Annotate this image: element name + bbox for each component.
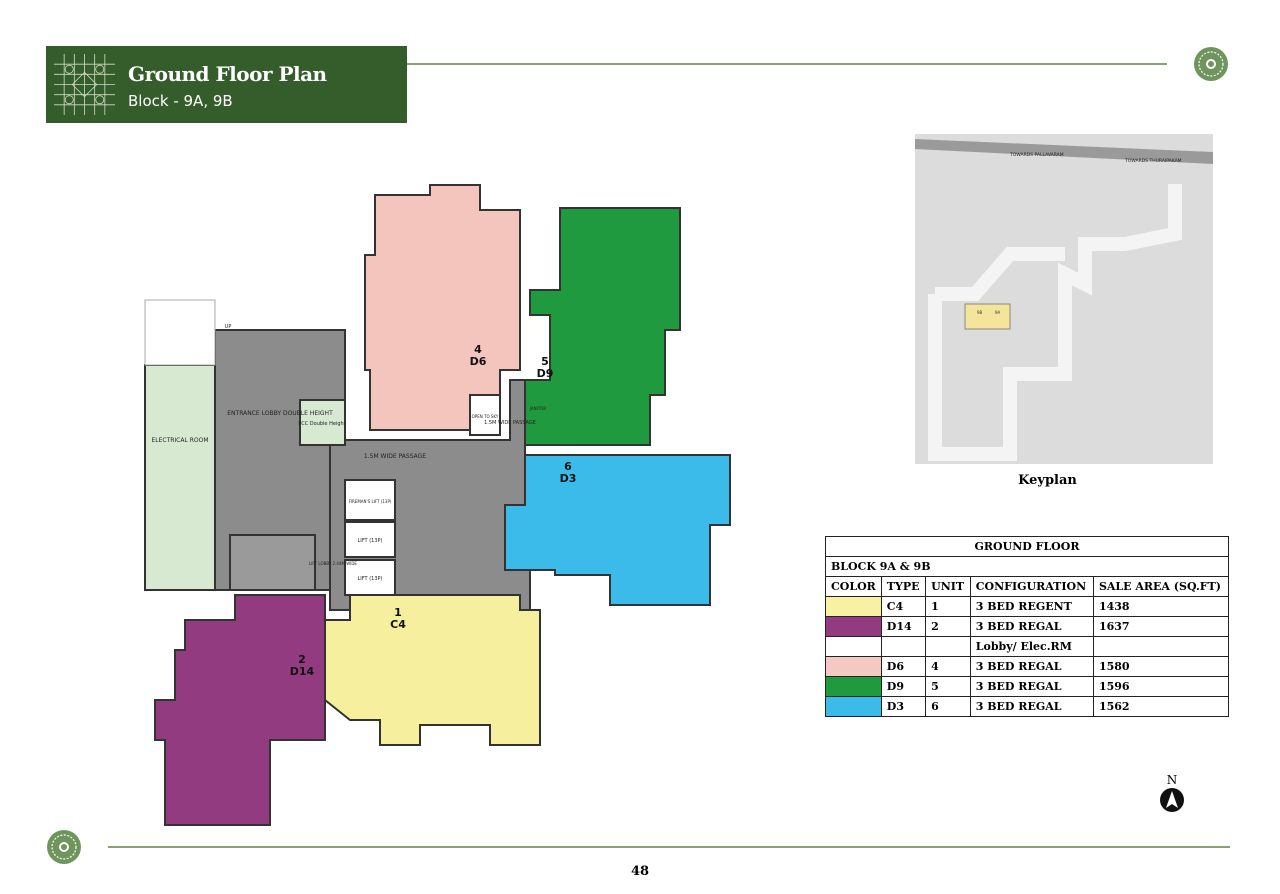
north-label: N bbox=[1166, 773, 1178, 787]
cell-area: 1596 bbox=[1092, 676, 1230, 697]
cell-area: 1562 bbox=[1092, 696, 1230, 717]
page-header: Ground Floor Plan Block - 9A, 9B bbox=[46, 46, 407, 123]
electrical-room-label: ELECTRICAL ROOM bbox=[151, 437, 208, 444]
color-swatch bbox=[825, 656, 882, 677]
kolam-pattern-icon bbox=[54, 54, 115, 115]
unit-6-d3 bbox=[504, 454, 731, 606]
column-header: CONFIGURATION bbox=[969, 576, 1094, 597]
unit-type: D6 bbox=[470, 355, 487, 368]
cell-config: 3 BED REGAL bbox=[969, 696, 1094, 717]
legend-block: BLOCK 9A & 9B bbox=[825, 556, 1229, 577]
unit-number: 4 bbox=[474, 343, 482, 356]
cell-unit: 5 bbox=[925, 676, 971, 697]
cell-type: D6 bbox=[880, 656, 927, 677]
electrical-room bbox=[144, 364, 216, 591]
column-header: TYPE bbox=[880, 576, 927, 597]
unit-number: 5 bbox=[541, 355, 549, 368]
janitor-label: JANITOR bbox=[529, 406, 547, 411]
fcc-room bbox=[299, 399, 346, 446]
firemans-lift-label: FIREMAN'S LIFT (13P) bbox=[349, 499, 392, 504]
cell-type bbox=[880, 636, 927, 657]
firemans-lift bbox=[344, 479, 396, 521]
color-swatch bbox=[825, 596, 882, 617]
staircase bbox=[229, 534, 316, 591]
page-number: 48 bbox=[630, 864, 650, 879]
cell-config: 3 BED REGAL bbox=[969, 616, 1094, 637]
cell-type: C4 bbox=[880, 596, 927, 617]
block-label: 9A bbox=[995, 310, 1001, 315]
column-header: COLOR bbox=[825, 576, 882, 597]
unit-type: D3 bbox=[560, 472, 577, 485]
open-sky-label: OPEN TO SKY bbox=[472, 414, 499, 419]
unit-2-d14 bbox=[154, 594, 326, 826]
top-divider bbox=[407, 63, 1167, 65]
unit-1-c4 bbox=[324, 594, 541, 746]
north-compass: N bbox=[1158, 773, 1186, 817]
cell-config: Lobby/ Elec.RM bbox=[969, 636, 1094, 657]
north-arrow-icon bbox=[1160, 788, 1184, 812]
cell-area: 1438 bbox=[1092, 596, 1230, 617]
legend-title: GROUND FLOOR bbox=[825, 536, 1229, 557]
unit-4-d6 bbox=[364, 184, 521, 431]
unit-number: 2 bbox=[298, 653, 306, 666]
road-label: TOWARDS THURAIPAKAM bbox=[1124, 158, 1182, 164]
cell-type: D14 bbox=[880, 616, 927, 637]
cell-unit: 6 bbox=[925, 696, 971, 717]
column-header: UNIT bbox=[925, 576, 971, 597]
unit-legend-table: GROUND FLOOR BLOCK 9A & 9B COLOR TYPE UN… bbox=[825, 536, 1230, 717]
unit-number: 1 bbox=[394, 606, 402, 619]
open-to-sky bbox=[469, 394, 501, 436]
passage-label: 1.5M WIDE PASSAGE bbox=[364, 453, 426, 460]
lift-2-label: LIFT (13P) bbox=[358, 576, 383, 582]
fcc-label: FCC Double Height bbox=[298, 421, 345, 427]
page-title: Ground Floor Plan bbox=[128, 62, 327, 86]
unit-type: D9 bbox=[537, 367, 554, 380]
lift-2 bbox=[344, 559, 396, 596]
passage2-label: 1.5M WIDE PASSAGE bbox=[484, 420, 536, 426]
cell-area: 1637 bbox=[1092, 616, 1230, 637]
color-swatch bbox=[825, 616, 882, 637]
unit-number: 6 bbox=[564, 460, 572, 473]
legend-row: Lobby/ Elec.RM bbox=[825, 636, 1230, 657]
bottom-divider bbox=[108, 846, 1230, 848]
color-swatch bbox=[825, 696, 882, 717]
block-label: 9B bbox=[977, 310, 983, 315]
medallion-icon bbox=[47, 830, 81, 864]
legend-header-row: COLOR TYPE UNIT CONFIGURATION SALE AREA … bbox=[825, 576, 1230, 597]
cell-type: D9 bbox=[880, 676, 927, 697]
page-subtitle: Block - 9A, 9B bbox=[128, 92, 233, 110]
medallion-icon bbox=[1194, 47, 1228, 81]
color-swatch bbox=[825, 636, 882, 657]
lift-lobby-label: LIFT LOBBY 2.44M WIDE bbox=[309, 561, 357, 566]
cell-area bbox=[1092, 636, 1230, 657]
lift-1 bbox=[344, 521, 396, 558]
up-label: UP bbox=[225, 324, 232, 330]
unit-type: C4 bbox=[390, 618, 406, 631]
cell-type: D3 bbox=[880, 696, 927, 717]
cell-unit: 4 bbox=[925, 656, 971, 677]
road-label: TOWARDS PALLAVARAM bbox=[1009, 152, 1064, 158]
color-swatch bbox=[825, 676, 882, 697]
cell-area: 1580 bbox=[1092, 656, 1230, 677]
lobby-label: ENTRANCE LOBBY DOUBLE HEIGHT bbox=[227, 410, 333, 417]
cell-unit: 1 bbox=[925, 596, 971, 617]
cell-unit bbox=[925, 636, 971, 657]
unit-5-d9 bbox=[524, 207, 681, 446]
cell-unit: 2 bbox=[925, 616, 971, 637]
cell-config: 3 BED REGAL bbox=[969, 656, 1094, 677]
keyplan-map: TOWARDS PALLAVARAM TOWARDS THURAIPAKAM 9… bbox=[915, 134, 1213, 464]
floor-plan: ELECTRICAL ROOM ENTRANCE LOBBY DOUBLE HE… bbox=[144, 184, 731, 826]
keyplan-caption: Keyplan bbox=[1018, 473, 1077, 488]
lift-1-label: LIFT (13P) bbox=[358, 538, 383, 544]
column-header: SALE AREA (SQ.FT) bbox=[1092, 576, 1230, 597]
cell-config: 3 BED REGAL bbox=[969, 676, 1094, 697]
block-9a-9b-highlight bbox=[964, 303, 1011, 330]
unit-type: D14 bbox=[290, 665, 315, 678]
cell-config: 3 BED REGENT bbox=[969, 596, 1094, 617]
